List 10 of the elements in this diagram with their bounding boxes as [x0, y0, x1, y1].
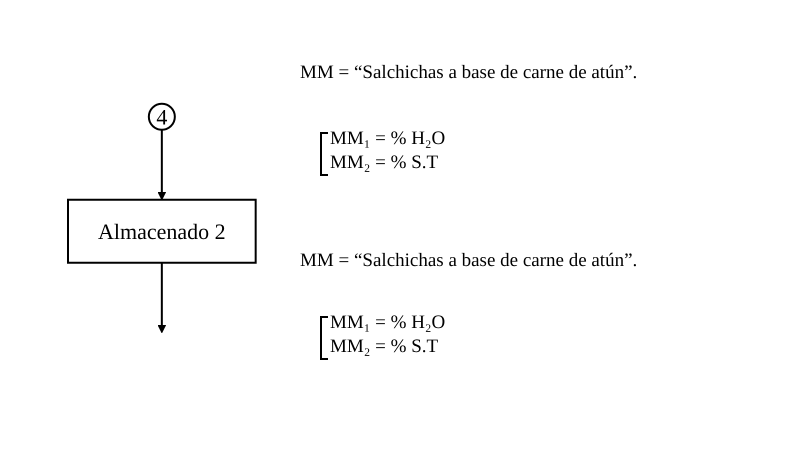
formula: MM₁ = % H₂O — [330, 128, 446, 150]
node-box: Almacenado 2 — [67, 198, 257, 264]
arrow — [157, 262, 166, 334]
product-note: MM = “Salchichas a base de carne de atún”. — [300, 62, 638, 84]
formula: MM₁ = % H₂O — [330, 312, 446, 334]
formula: MM₂ = % S.T — [330, 152, 438, 174]
arrow — [157, 130, 166, 200]
node-circle: 4 — [148, 102, 176, 131]
product-note: MM = “Salchichas a base de carne de atún”. — [300, 250, 638, 272]
formula: MM₂ = % S.T — [330, 336, 438, 358]
